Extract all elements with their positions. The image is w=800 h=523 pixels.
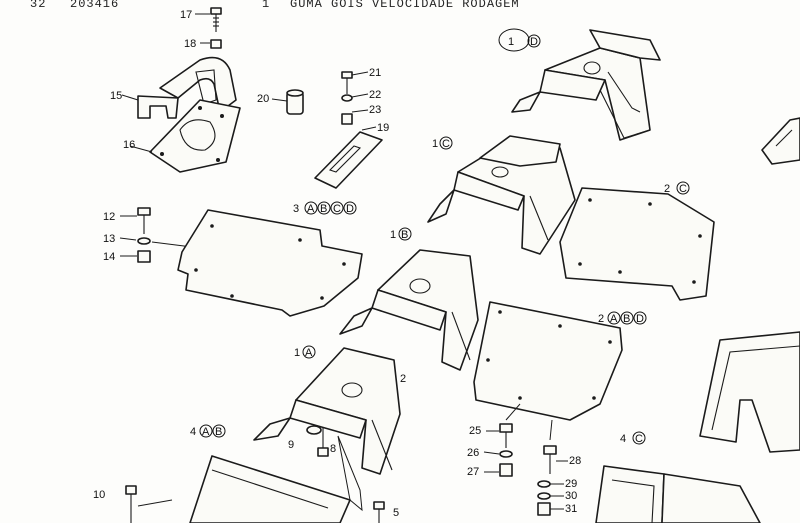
- callout-13: 13: [103, 233, 115, 245]
- svg-text:B: B: [215, 426, 222, 438]
- slotted-plate-19: [314, 131, 383, 189]
- callout-23: 23: [369, 104, 381, 116]
- callout-28: 28: [569, 455, 581, 467]
- callout-1C-num: 1: [432, 138, 438, 150]
- callout-1A-letter: A: [305, 347, 313, 359]
- cover-1D: [511, 29, 661, 141]
- svg-text:A: A: [307, 203, 315, 215]
- svg-text:B: B: [320, 203, 327, 215]
- boot-large-right: [699, 331, 800, 453]
- bolt-21: [341, 71, 353, 94]
- header-code-3: 1: [262, 0, 270, 11]
- callout-15: 15: [110, 90, 122, 102]
- svg-text:D: D: [346, 203, 354, 215]
- nut-27: [499, 463, 513, 477]
- callout-10: 10: [93, 489, 105, 501]
- washer-29: [537, 480, 551, 488]
- svg-text:A: A: [610, 313, 618, 325]
- callout-4C-num: 4: [620, 433, 626, 445]
- callout-1D-letter: D: [530, 36, 538, 48]
- callout-27: 27: [467, 466, 479, 478]
- callout-3-num: 3: [293, 203, 299, 215]
- bracket-15: [137, 56, 237, 119]
- bolt-17: [210, 7, 222, 32]
- cover-1B: [339, 249, 479, 371]
- callout-26: 26: [467, 447, 479, 459]
- callout-14: 14: [103, 251, 115, 263]
- svg-text:A: A: [202, 426, 210, 438]
- header-title: GUMA GOIS VELOCIDADE RODAGEM: [290, 0, 520, 11]
- callout-small-2: 2: [400, 373, 406, 385]
- boot-4C: [595, 465, 761, 523]
- header-code-1: 32: [30, 0, 46, 11]
- callout-22: 22: [369, 89, 381, 101]
- callout-4C-letter: C: [635, 433, 643, 445]
- cover-1C: [427, 135, 576, 255]
- washer-26: [499, 450, 513, 458]
- callout-4AB-num: 4: [190, 426, 196, 438]
- nut-31: [537, 502, 551, 516]
- plate-2ABD: [473, 301, 623, 421]
- callout-19: 19: [377, 122, 389, 134]
- header-code-2: 203416: [70, 0, 119, 11]
- callout-20: 20: [257, 93, 269, 105]
- bolt-12: [137, 207, 151, 234]
- callout-8: 8: [330, 443, 336, 455]
- callout-1D-num: 1: [508, 36, 514, 48]
- bolt-10: [125, 485, 137, 523]
- svg-text:D: D: [636, 313, 644, 325]
- washer-9: [306, 425, 322, 435]
- callout-12: 12: [103, 211, 115, 223]
- callout-31: 31: [565, 503, 577, 515]
- washer-30: [537, 492, 551, 500]
- bolt-28: [543, 445, 557, 474]
- callout-2-letters: A B D: [607, 311, 647, 325]
- callout-21: 21: [369, 67, 381, 79]
- callout-25: 25: [469, 425, 481, 437]
- gear-lever-part: [761, 117, 800, 165]
- bolt-8: [317, 428, 329, 457]
- plate-3: [177, 209, 363, 317]
- callout-2-num: 2: [598, 313, 604, 325]
- bolt-5: [373, 501, 385, 523]
- callout-16: 16: [123, 139, 135, 151]
- nut-23: [341, 113, 353, 125]
- nut-18: [210, 39, 222, 49]
- callout-2C-num: 2: [664, 183, 670, 195]
- callout-4AB-letters: A B: [199, 424, 226, 438]
- svg-text:C: C: [333, 203, 341, 215]
- callout-1B-num: 1: [390, 229, 396, 241]
- callout-5: 5: [393, 507, 399, 519]
- callout-1C-letter: C: [442, 138, 450, 150]
- callout-1A-num: 1: [294, 347, 300, 359]
- bolt-25: [499, 423, 513, 448]
- highlight-ring: [498, 28, 530, 52]
- plate-2C: [559, 187, 715, 301]
- bushing-20: [286, 89, 304, 115]
- callout-17: 17: [180, 9, 192, 21]
- boot-4AB: [189, 455, 351, 523]
- nut-14: [137, 250, 151, 263]
- callout-1B-letter: B: [401, 229, 408, 241]
- callout-9: 9: [288, 439, 294, 451]
- callout-18: 18: [184, 38, 196, 50]
- washer-13: [137, 237, 151, 245]
- cover-1A: [253, 347, 401, 475]
- callout-2C-letter: C: [679, 183, 687, 195]
- svg-text:B: B: [623, 313, 630, 325]
- base-plate-16: [149, 99, 241, 173]
- callout-29: 29: [565, 478, 577, 490]
- callout-30: 30: [565, 490, 577, 502]
- callout-3-letters: A B C D: [304, 201, 357, 215]
- washer-22: [341, 94, 353, 102]
